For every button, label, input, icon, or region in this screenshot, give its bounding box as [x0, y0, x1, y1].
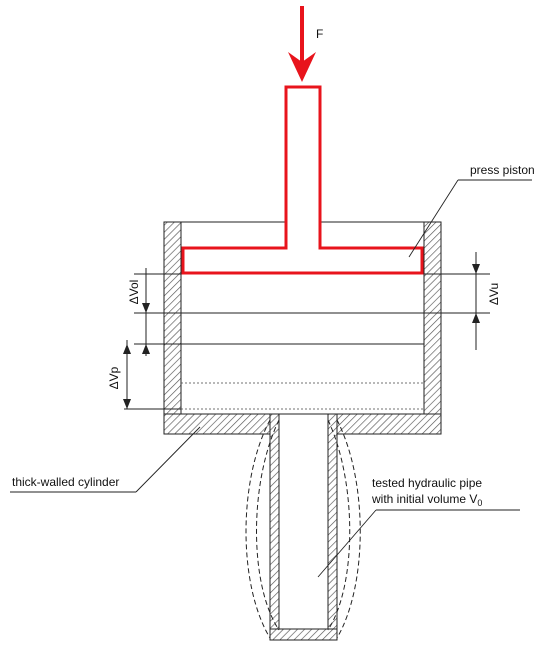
- dimension-dvp: ΔVp: [107, 340, 131, 409]
- dimension-dvol: ΔVol: [127, 268, 150, 356]
- pipe-label-line2-text: with initial volume V: [371, 492, 477, 506]
- pipe-right-wall: [327, 413, 338, 641]
- cylinder-right-wall: [423, 221, 442, 435]
- cylinder-bottom-left: [163, 413, 275, 435]
- pipe-label-subscript: 0: [477, 498, 482, 508]
- pipe-bulge-outer-left: [245, 419, 271, 639]
- pipe-bulge-outer-right: [336, 419, 361, 639]
- press-piston: [181, 85, 424, 275]
- pipe-label-line1: tested hydraulic pipe: [372, 476, 482, 490]
- dvol-label: ΔVol: [127, 280, 141, 305]
- cylinder-left-wall: [163, 221, 182, 435]
- annotation-pipe: tested hydraulic pipe with initial volum…: [317, 476, 520, 578]
- force-arrowhead: [288, 52, 316, 82]
- pipe-bulge-inner-left: [256, 419, 280, 631]
- thick-walled-cylinder: [163, 221, 442, 435]
- annotation-cylinder: thick-walled cylinder: [10, 426, 201, 493]
- pipe-bulge-inner-right: [327, 419, 351, 631]
- tested-hydraulic-pipe: [245, 413, 361, 641]
- cylinder-bottom-right: [327, 413, 442, 435]
- force-arrow: F: [288, 6, 323, 82]
- piston-head: [181, 246, 424, 275]
- cylinder-label: thick-walled cylinder: [12, 475, 119, 489]
- force-label: F: [316, 27, 323, 41]
- piston-rod: [284, 85, 322, 251]
- dvp-label: ΔVp: [107, 366, 121, 389]
- pipe-label-line2: with initial volume V0: [371, 492, 482, 508]
- pipe-bottom: [269, 628, 338, 641]
- dimension-dvu: ΔVu: [472, 252, 501, 350]
- press-piston-label: press piston: [470, 163, 535, 177]
- dvu-label: ΔVu: [487, 283, 501, 305]
- annotation-press-piston: press piston: [408, 163, 535, 258]
- pipe-left-wall: [269, 413, 280, 641]
